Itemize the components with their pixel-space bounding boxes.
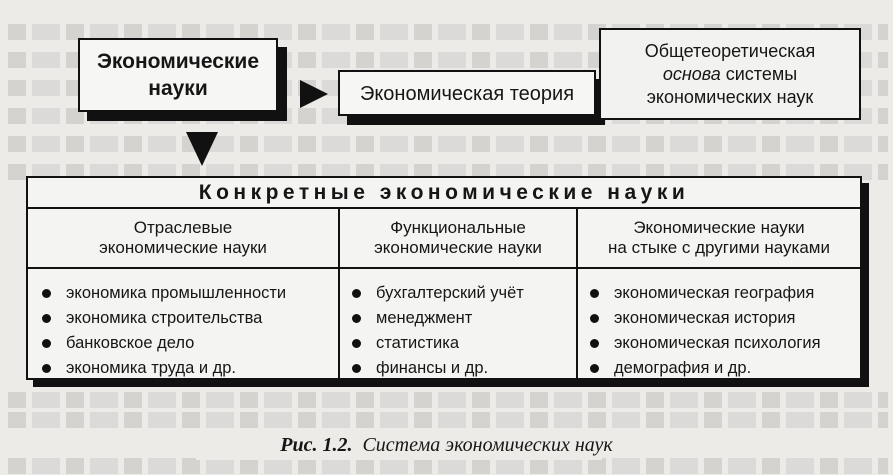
list-item: экономическая география	[578, 281, 860, 306]
list-item: менеджмент	[340, 306, 576, 331]
arrow-down-icon	[186, 132, 218, 166]
column-sectoral: Отраслевые экономические науки экономика…	[28, 209, 338, 378]
list-item: экономика промышленности	[28, 281, 338, 306]
list-item-text: бухгалтерский учёт	[376, 284, 524, 302]
bullet-icon	[352, 289, 361, 298]
column-heading-line-2: экономические науки	[374, 238, 542, 257]
economic-sciences-line-1: Экономические	[96, 50, 260, 73]
bullet-icon	[42, 364, 51, 373]
figure-label: Рис. 1.2.	[280, 434, 353, 456]
foundation-line-3: экономических наук	[646, 86, 814, 107]
list-item-text: менеджмент	[376, 309, 473, 327]
column-heading-line-1: Экономические науки	[633, 218, 805, 237]
list-item-text: экономика строительства	[66, 309, 263, 327]
theoretical-foundation-box: Общетеоретическая основа системы экономи…	[599, 28, 861, 120]
list-item: экономика строительства	[28, 306, 338, 331]
foundation-line-2: основа системы	[645, 63, 816, 86]
column-functional: Функциональные экономические науки бухга…	[338, 209, 576, 378]
foundation-line-2-rest: системы	[720, 63, 798, 84]
bullet-icon	[352, 314, 361, 323]
figure-caption: Рис. 1.2. Система экономических наук	[0, 434, 893, 457]
economic-theory-box: Экономическая теория	[338, 70, 596, 116]
foundation-line-1: Общетеоретическая	[644, 40, 816, 61]
list-item: бухгалтерский учёт	[340, 281, 576, 306]
bullet-icon	[42, 314, 51, 323]
foundation-emphasis: основа	[662, 63, 721, 84]
list-item-text: экономика труда и др.	[66, 359, 237, 377]
economic-theory-label: Экономическая теория	[359, 82, 575, 105]
column-heading-line-1: Функциональные	[390, 218, 526, 237]
list-item-text: экономика промышленности	[66, 284, 287, 302]
list-item: статистика	[340, 331, 576, 356]
bullet-icon	[352, 364, 361, 373]
list-item-text: экономическая география	[614, 284, 815, 302]
list-item: финансы и др.	[340, 356, 576, 381]
column-heading: Отраслевые экономические науки	[28, 209, 338, 269]
bullet-icon	[590, 289, 599, 298]
list-item: экономика труда и др.	[28, 356, 338, 381]
list-item-text: банковское дело	[66, 334, 195, 352]
bullet-icon	[42, 339, 51, 348]
bullet-icon	[590, 314, 599, 323]
column-interdisciplinary: Экономические науки на стыке с другими н…	[576, 209, 860, 378]
column-heading-line-1: Отраслевые	[133, 218, 233, 237]
list-item: демография и др.	[578, 356, 860, 381]
column-heading-line-2: экономические науки	[99, 238, 267, 257]
list-item-text: экономическая история	[614, 309, 796, 327]
arrow-right-icon	[300, 80, 328, 108]
column-heading: Функциональные экономические науки	[340, 209, 576, 269]
bullet-icon	[42, 289, 51, 298]
concrete-sciences-title: Конкретные экономические науки	[28, 178, 860, 209]
concrete-sciences-table: Конкретные экономические науки Отраслевы…	[26, 176, 862, 380]
bullet-icon	[590, 339, 599, 348]
economic-sciences-box: Экономические науки	[78, 38, 278, 112]
list-item: банковское дело	[28, 331, 338, 356]
bullet-icon	[352, 339, 361, 348]
list-item-text: демография и др.	[614, 359, 752, 377]
list-item-text: финансы и др.	[376, 359, 489, 377]
economic-sciences-line-2: науки	[148, 77, 208, 100]
figure-title: Система экономических наук	[362, 434, 613, 456]
list-item-text: статистика	[376, 334, 459, 352]
column-heading-line-2: на стыке с другими науками	[608, 238, 830, 257]
bullet-icon	[590, 364, 599, 373]
list-item: экономическая психология	[578, 331, 860, 356]
caption-background	[196, 432, 602, 460]
list-item: экономическая история	[578, 306, 860, 331]
column-heading: Экономические науки на стыке с другими н…	[578, 209, 860, 269]
list-item-text: экономическая психология	[614, 334, 821, 352]
